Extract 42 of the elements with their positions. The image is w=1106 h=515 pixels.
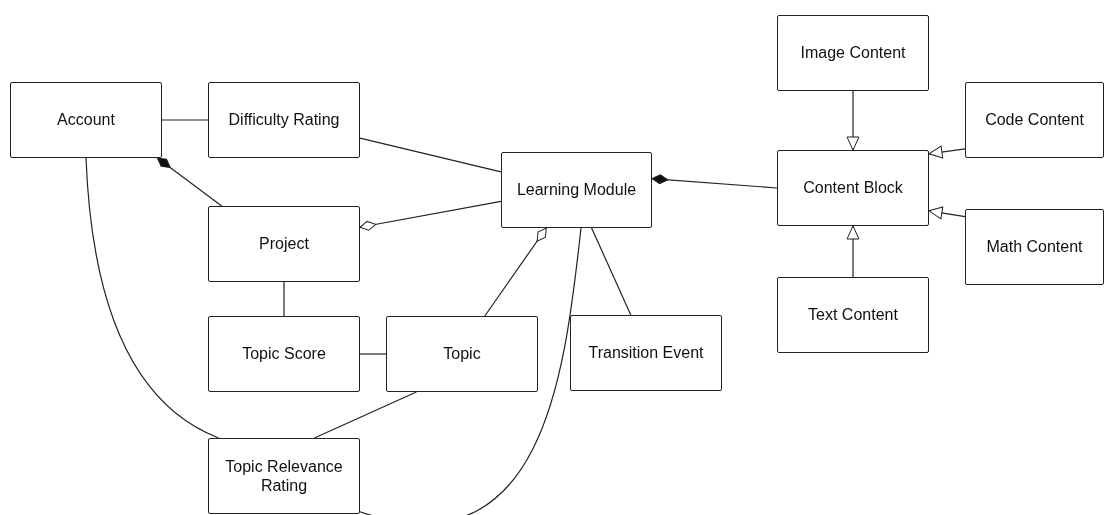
class-box	[777, 150, 929, 226]
class-box	[208, 206, 360, 282]
class-box	[965, 209, 1104, 285]
association-line	[85, 157, 220, 439]
class-box	[208, 438, 360, 514]
class-box	[965, 82, 1104, 158]
composition-line	[156, 157, 223, 207]
association-line	[359, 227, 582, 515]
class-name: Content Block	[802, 178, 904, 198]
class-name: Topic Score	[241, 344, 327, 364]
aggregation-line	[484, 227, 547, 317]
class-name: Difficulty Rating	[227, 110, 341, 130]
generalization-arrow	[846, 225, 860, 278]
class-box	[386, 316, 538, 392]
association-line	[161, 119, 209, 121]
class-box	[777, 15, 929, 91]
class-box	[501, 152, 652, 228]
composition-line	[651, 174, 778, 189]
association-line	[591, 227, 632, 316]
class-name: Account	[56, 110, 116, 130]
class-name: Transition Event	[587, 343, 705, 363]
class-name: Code Content	[984, 110, 1085, 130]
class-name: Math Content	[985, 237, 1084, 257]
generalization-arrow	[928, 206, 966, 220]
class-name: Topic Relevance Rating	[224, 456, 344, 496]
generalization-arrow	[928, 145, 966, 159]
association-line	[313, 391, 417, 439]
association-line	[359, 353, 387, 355]
class-box	[208, 82, 360, 158]
class-name: Topic	[442, 344, 482, 364]
class-name: Learning Module	[515, 180, 638, 200]
class-box	[570, 315, 722, 391]
generalization-arrow	[846, 90, 860, 151]
class-box	[777, 277, 929, 353]
class-name: Project	[258, 234, 310, 254]
class-box	[10, 82, 162, 158]
aggregation-line	[359, 200, 502, 231]
class-box	[208, 316, 360, 392]
class-name: Image Content	[799, 43, 907, 63]
association-line	[359, 137, 502, 173]
association-line	[283, 281, 285, 317]
class-name: Text Content	[807, 305, 899, 325]
